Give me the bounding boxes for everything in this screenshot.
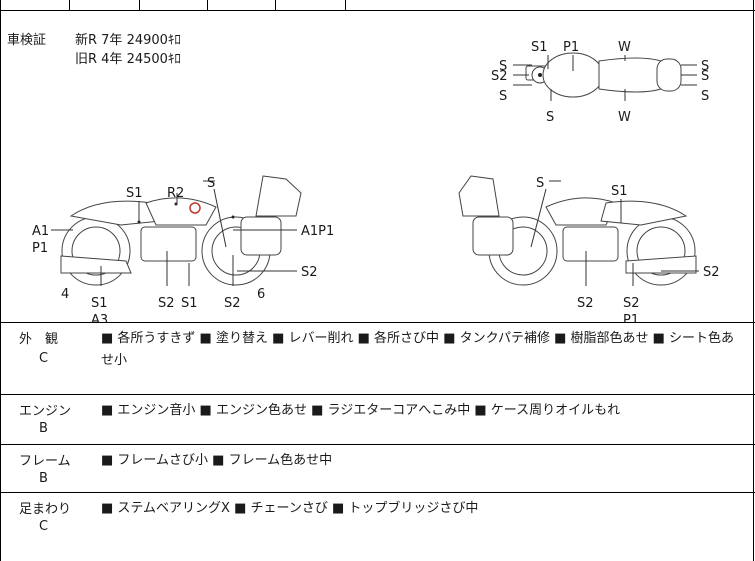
left-label-num4: 4 — [61, 287, 69, 302]
row-label: 外 観 — [19, 332, 59, 347]
right-label-s2-bottom: S2 — [577, 296, 594, 311]
row-text: ■ ステムベアリングX ■ チェーンさび ■ トップブリッジさび中 — [101, 501, 479, 516]
front-fork-right — [530, 188, 547, 248]
top-cell — [69, 0, 140, 10]
left-label-s2-bottom: S2 — [224, 296, 241, 311]
row-text: ■ 各所うすきず ■ 塗り替え ■ レバー削れ ■ 各所さび中 ■ タンクパテ補… — [101, 331, 735, 368]
inspection-label: 車検証 — [7, 33, 47, 48]
tank-left — [145, 197, 217, 226]
top-cell — [1, 0, 70, 10]
row-grade: B — [39, 471, 48, 486]
row-text: ■ フレームさび小 ■ フレーム色あせ中 — [101, 453, 333, 468]
row-grade: B — [39, 421, 48, 436]
condition-row-suspension: 足まわり C ■ ステムベアリングX ■ チェーンさび ■ トップブリッジさび中 — [1, 492, 755, 561]
top-label-s-bottom: S — [546, 110, 554, 125]
left-label-num6: 6 — [257, 287, 265, 302]
left-label-s1-mid: S1 — [181, 296, 198, 311]
new-inspection-record: 新R 7年 24900ｷﾛ — [75, 33, 181, 48]
right-label-s2-p1-top: S2 — [623, 296, 640, 311]
damage-diagram-section: 車検証 新R 7年 24900ｷﾛ 旧R 4年 24500ｷﾛ — [1, 11, 755, 322]
top-cell — [275, 0, 346, 10]
right-label-s-mirror: S — [536, 176, 544, 191]
row-label: エンジン — [19, 404, 72, 419]
old-inspection-record: 旧R 4年 24500ｷﾛ — [75, 52, 181, 67]
condition-row-engine: エンジン B ■ エンジン音小 ■ エンジン色あせ ■ ラジエターコアへこみ中 … — [1, 394, 755, 444]
condition-row-exterior: 外 観 C ■ 各所うすきず ■ 塗り替え ■ レバー削れ ■ 各所さび中 ■ … — [1, 322, 755, 394]
engine-right — [562, 226, 619, 262]
fairing-left — [255, 175, 302, 217]
row-label: 足まわり — [19, 502, 72, 517]
left-label-s2-mid: S2 — [158, 296, 175, 311]
front-fork-left — [213, 188, 227, 248]
row-label: フレーム — [19, 454, 71, 469]
muffler-right — [625, 255, 697, 274]
right-label-p1: P1 — [623, 313, 639, 322]
right-label-s1: S1 — [611, 184, 628, 199]
left-label-r2: R2 — [167, 186, 184, 201]
seat-top — [598, 57, 662, 93]
engine-left — [140, 226, 197, 262]
left-label-s1-top: S1 — [126, 186, 143, 201]
left-label-s-mirror: S — [207, 176, 215, 191]
top-label-w-top: W — [618, 40, 631, 55]
left-label-s1-bottom: S1 — [91, 296, 108, 311]
row-grade: C — [39, 519, 49, 534]
row-text: ■ エンジン音小 ■ エンジン色あせ ■ ラジエターコアへこみ中 ■ ケース周り… — [101, 403, 621, 418]
top-label-s-right-2: S — [701, 69, 709, 84]
top-label-s1: S1 — [531, 40, 548, 55]
row-grade: C — [39, 351, 49, 366]
top-label-s-left-2: S — [499, 89, 507, 104]
top-label-s-right-3: S — [701, 89, 709, 104]
left-label-a3: A3 — [91, 313, 108, 322]
fairing-right — [458, 175, 500, 217]
top-view-bike: S1 P1 W W S S2 S S S S S — [491, 40, 709, 125]
left-label-a1p1: A1P1 — [301, 224, 334, 239]
left-label-s2-right: S2 — [301, 265, 318, 280]
right-side-bike: S S1 S2 S2 S2 P1 — [458, 175, 720, 322]
headlight-top-center — [538, 73, 542, 77]
top-view-diagram: S1 P1 W W S S2 S S S S S — [32, 40, 720, 322]
muffler-left — [60, 255, 132, 274]
top-label-p1: P1 — [563, 40, 579, 55]
top-label-w-bottom: W — [618, 110, 631, 125]
left-label-p1: P1 — [32, 241, 48, 256]
top-cell — [207, 0, 276, 10]
left-label-a1: A1 — [32, 224, 49, 239]
point-a1p1 — [231, 215, 235, 219]
top-label-s2-left: S2 — [491, 69, 508, 84]
condition-row-frame: フレーム B ■ フレームさび小 ■ フレーム色あせ中 — [1, 444, 755, 492]
left-side-bike: S1 R2 S A1 P1 A1P1 S2 4 6 S1 A3 S2 S1 S2 — [32, 175, 334, 322]
top-label-s-right-1: S — [701, 59, 709, 74]
tail-top — [656, 58, 682, 92]
top-label-s-left-1: S — [499, 59, 507, 74]
right-label-s2-right: S2 — [703, 265, 720, 280]
top-cell — [139, 0, 208, 10]
saddlebag-right — [472, 216, 514, 256]
top-table-row — [1, 0, 755, 11]
damage-mark-circle — [189, 202, 201, 214]
saddlebag-left — [240, 216, 282, 256]
